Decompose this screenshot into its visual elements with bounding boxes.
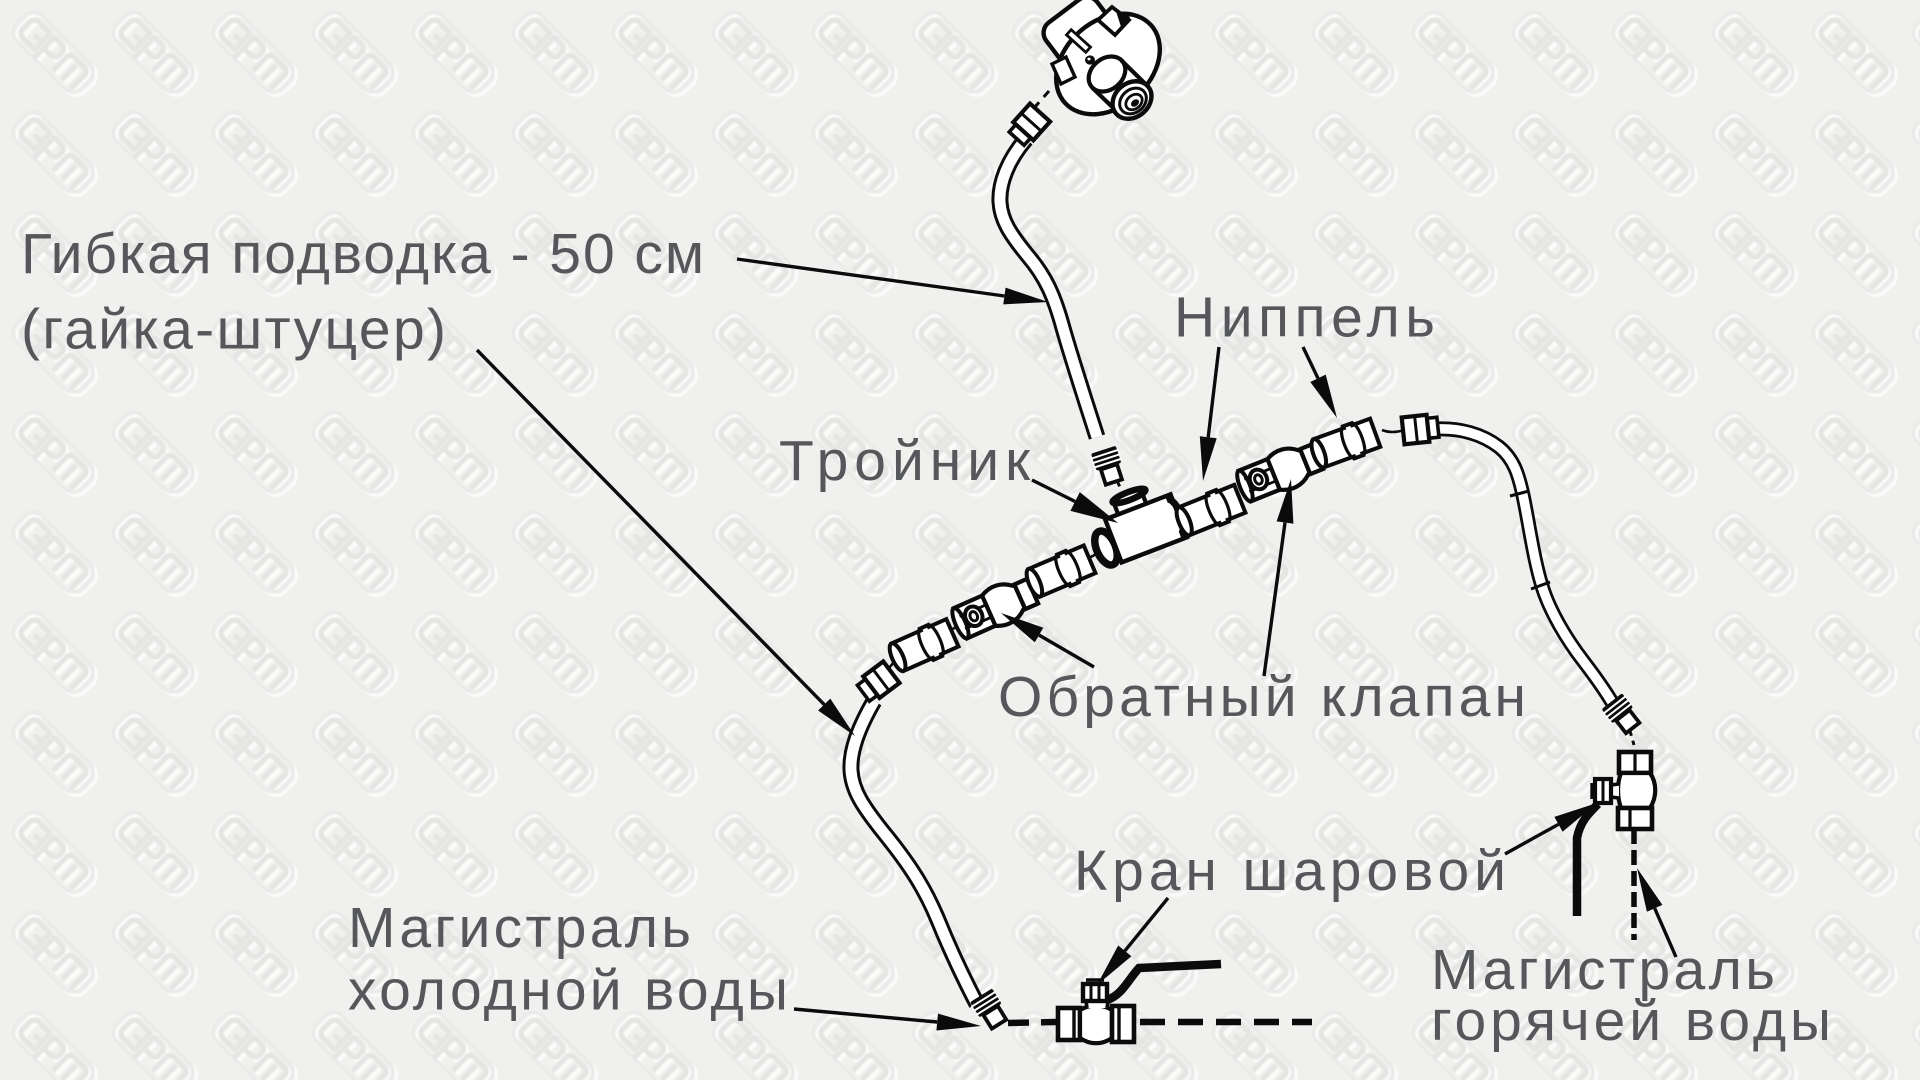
svg-text:Гибкая подводка - 50 см: Гибкая подводка - 50 см — [21, 222, 704, 286]
svg-text:холодной воды: холодной воды — [348, 958, 788, 1022]
svg-text:Магистраль: Магистраль — [1431, 938, 1775, 1002]
svg-text:(гайка-штуцер): (гайка-штуцер) — [21, 298, 446, 362]
svg-text:горячей воды: горячей воды — [1431, 989, 1831, 1053]
svg-text:Магистраль: Магистраль — [348, 896, 691, 960]
svg-text:Тройник: Тройник — [779, 429, 1031, 493]
svg-text:Ниппель: Ниппель — [1174, 286, 1435, 350]
